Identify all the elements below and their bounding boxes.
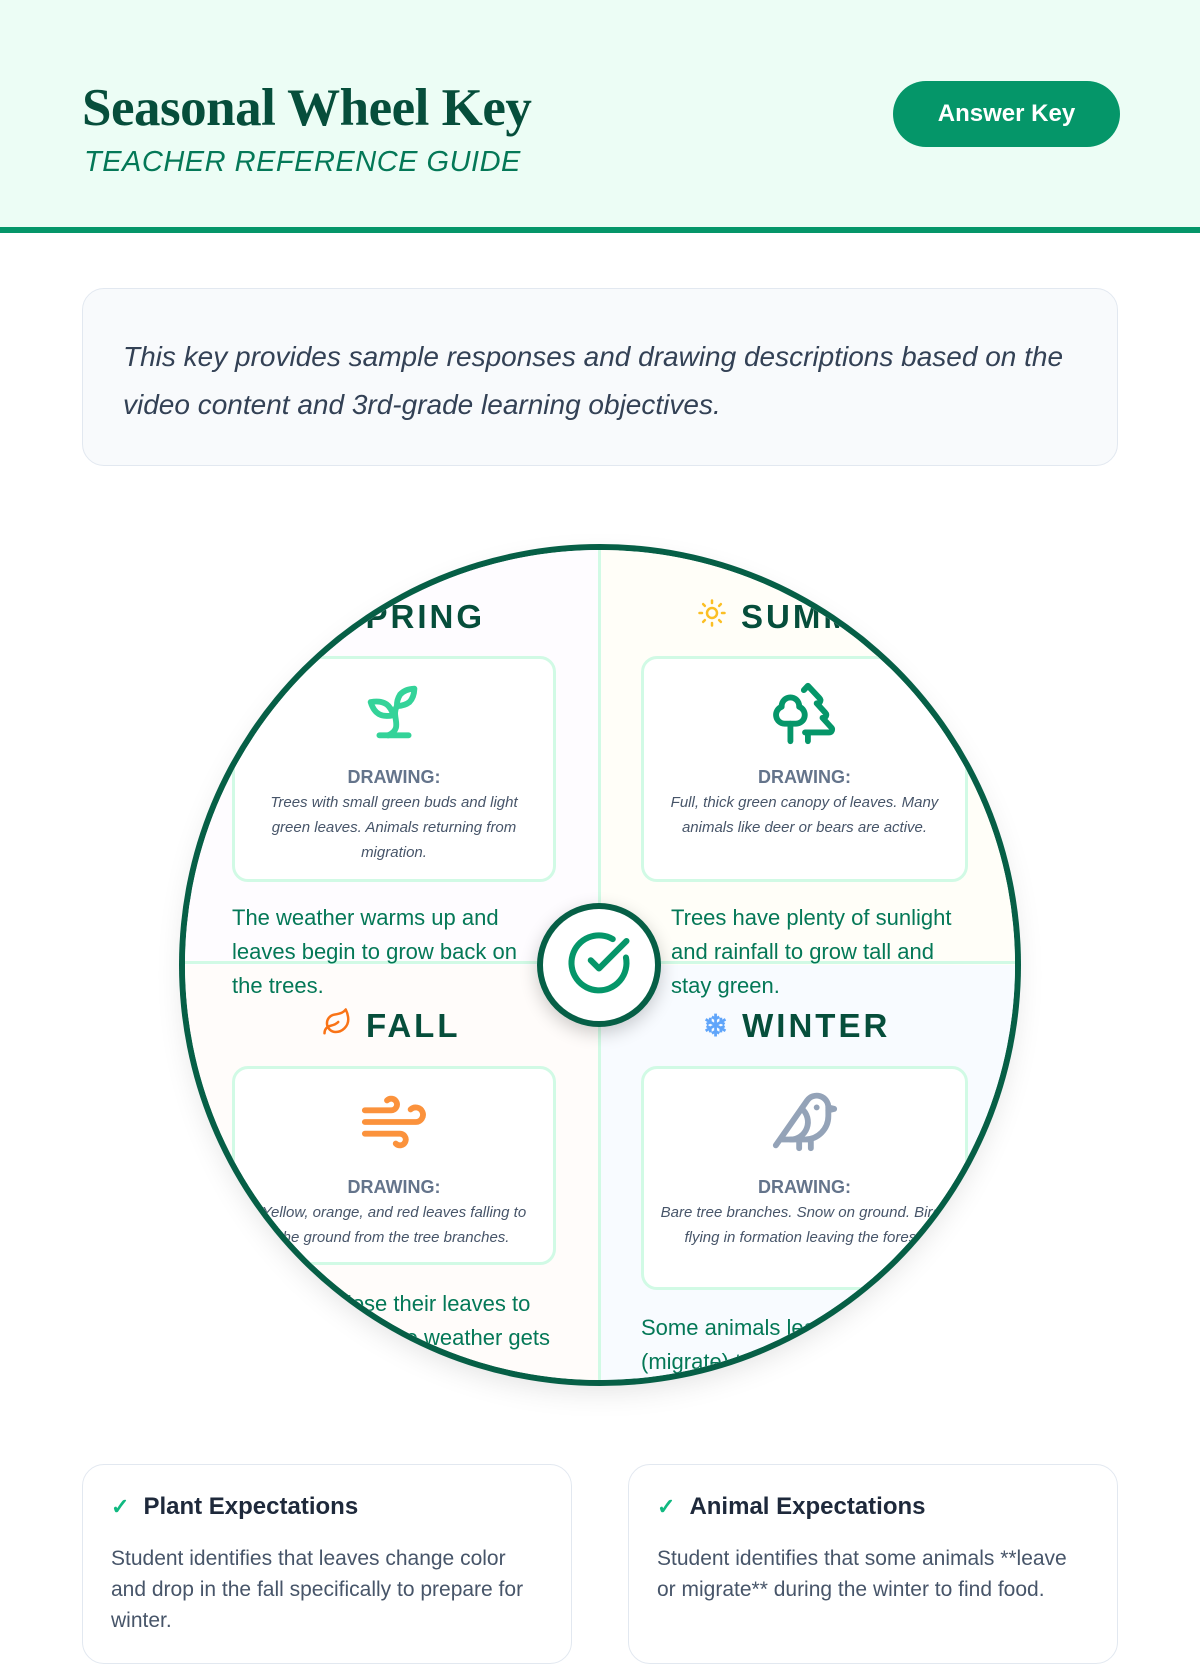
card-body: Student identifies that some animals **l… — [657, 1547, 1067, 1601]
check-icon: ✓ — [111, 1494, 130, 1519]
season-name: SPRING — [340, 598, 485, 635]
intro-note: This key provides sample responses and d… — [82, 288, 1118, 466]
season-name: FALL — [366, 1007, 461, 1044]
fall-text: Many trees lose their leaves to save ene… — [232, 1291, 550, 1380]
spring-title: SPRING — [296, 598, 485, 636]
drawing-label: DRAWING: — [758, 767, 851, 787]
check-circle-icon — [566, 930, 632, 1001]
header: Seasonal Wheel Key TEACHER REFERENCE GUI… — [0, 0, 1200, 233]
bird-icon — [660, 1087, 949, 1157]
drawing-card-winter: DRAWING: Bare tree branches. Snow on gro… — [641, 1066, 968, 1290]
spring-text: The weather warms up and leaves begin to… — [232, 905, 517, 998]
wheel-center-badge — [537, 903, 661, 1027]
drawing-label: DRAWING: — [347, 767, 441, 787]
summer-title: SUMMER — [697, 598, 906, 636]
card-body: Student identifies that leaves change co… — [111, 1547, 524, 1632]
fall-title: FALL — [322, 1007, 460, 1045]
wind-icon — [251, 1087, 537, 1157]
snowflake-icon: ❄ — [703, 1009, 729, 1043]
drawing-card-spring: DRAWING: Trees with small green buds and… — [232, 656, 556, 882]
summer-text: Trees have plenty of sunlight and rainfa… — [671, 905, 952, 998]
card-title: Animal Expectations — [689, 1493, 926, 1520]
sun-icon — [697, 598, 727, 636]
check-icon: ✓ — [657, 1494, 676, 1519]
sprout-icon — [251, 677, 537, 747]
drawing-description: Full, thick green canopy of leaves. Many… — [670, 794, 939, 836]
season-name: SUMMER — [741, 598, 906, 635]
page-title: Seasonal Wheel Key — [82, 79, 532, 137]
answer-key-button[interactable]: Answer Key — [893, 81, 1120, 147]
drawing-description: Trees with small green buds and light gr… — [270, 794, 518, 861]
trees-icon — [660, 677, 949, 747]
animal-expectations-card: ✓ Animal Expectations Student identifies … — [628, 1464, 1118, 1664]
drawing-description: Yellow, orange, and red leaves falling t… — [261, 1204, 527, 1246]
drawing-card-fall: DRAWING: Yellow, orange, and red leaves … — [232, 1066, 556, 1265]
winter-text: Some animals leave the forest (migrate) … — [641, 1315, 967, 1374]
leaf-icon — [322, 1007, 352, 1045]
flower-icon — [296, 598, 326, 636]
drawing-card-summer: DRAWING: Full, thick green canopy of lea… — [641, 656, 968, 882]
drawing-label: DRAWING: — [758, 1177, 851, 1197]
card-title: Plant Expectations — [143, 1493, 359, 1520]
page-subtitle: TEACHER REFERENCE GUIDE — [84, 146, 521, 178]
drawing-label: DRAWING: — [347, 1177, 441, 1197]
season-name: WINTER — [742, 1007, 891, 1044]
plant-expectations-card: ✓ Plant Expectations Student identifies t… — [82, 1464, 572, 1664]
drawing-description: Bare tree branches. Snow on ground. Bird… — [660, 1204, 949, 1246]
winter-title: ❄ WINTER — [703, 1007, 890, 1045]
